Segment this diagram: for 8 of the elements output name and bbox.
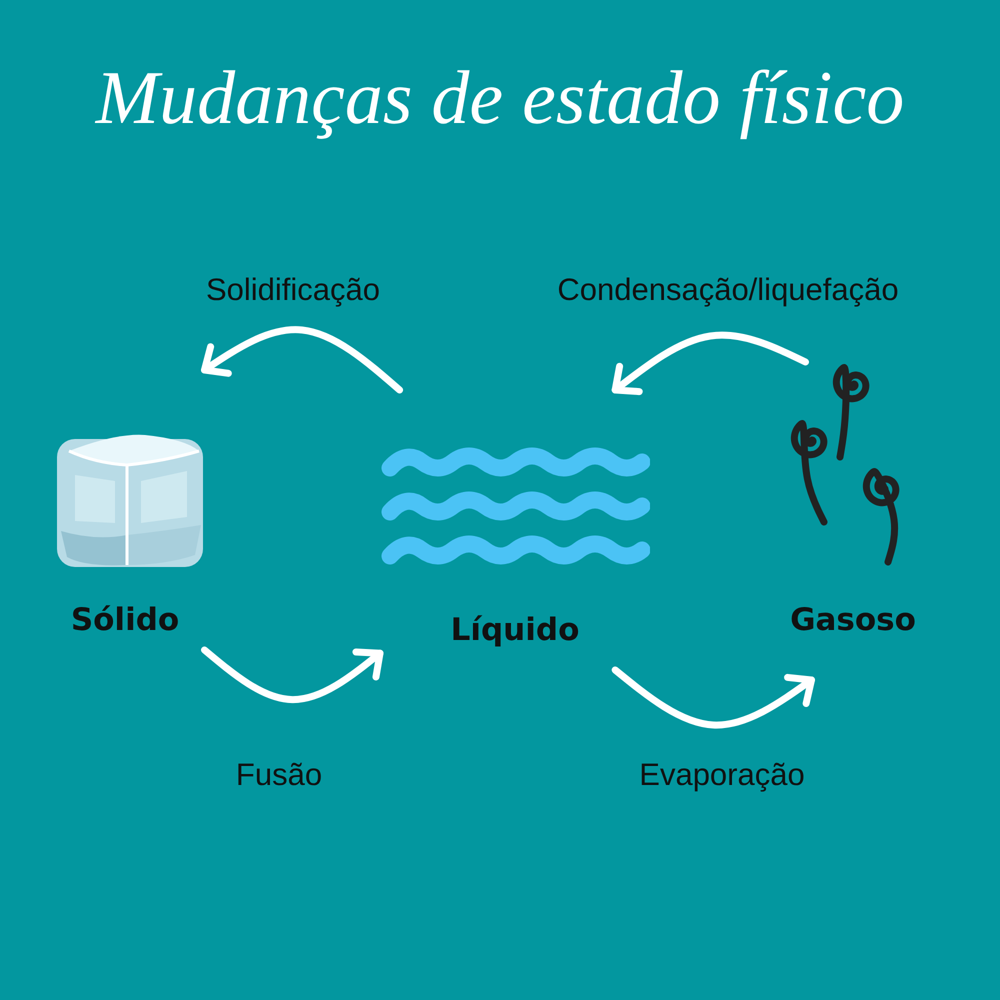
- state-label: Líquido: [450, 612, 580, 648]
- curved-arrow: [612, 666, 815, 728]
- state-label: Sólido: [70, 602, 180, 638]
- curved-arrow: [201, 646, 384, 704]
- curved-arrow: [612, 332, 809, 396]
- state-label: Gasoso: [790, 602, 916, 638]
- curved-arrow: [201, 326, 404, 394]
- title: Mudanças de estado físico: [94, 55, 906, 142]
